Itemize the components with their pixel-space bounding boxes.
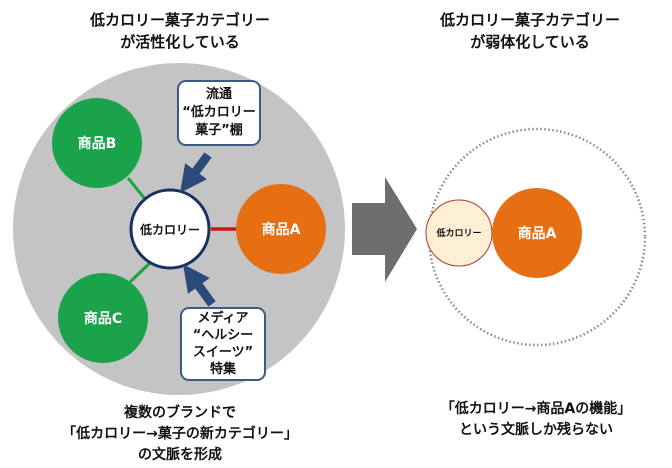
left-caption-line-1: 複数のブランドで (124, 405, 236, 421)
right-title-line-1: 低カロリー菓子カテゴリー (439, 11, 620, 29)
left-title-line-2: が活性化している (120, 33, 240, 51)
product-a-right-circle (492, 188, 582, 278)
product-a-label: 商品A (262, 221, 301, 238)
product-c-label: 商品C (84, 310, 122, 327)
distribution-shelf-callout: 流通 “低カロリー 菓子”棚 (177, 80, 261, 146)
callout-bottom-line-4: 特集 (209, 362, 236, 377)
product-b-circle (52, 98, 142, 188)
callout-top-line-1: 流通 (205, 87, 232, 102)
callout-bottom-line-3: スイーツ” (192, 345, 254, 360)
callout-bottom-line-2: “ヘルシー (192, 328, 254, 343)
left-caption-line-3: の文脈を形成 (138, 447, 222, 463)
link-c (128, 259, 154, 284)
media-arrow-icon (183, 264, 216, 307)
right-title: 低カロリー菓子カテゴリー が弱体化している (395, 9, 665, 53)
callout-top-line-2: “低カロリー (182, 105, 256, 120)
callout-top-line-3: 菓子”棚 (195, 123, 243, 138)
transition-arrow-icon (352, 177, 417, 282)
product-a-circle (236, 184, 326, 274)
link-b (126, 177, 147, 200)
product-a-right-label: 商品A (518, 225, 557, 242)
weakened-category-outline (427, 127, 647, 347)
low-calorie-small-label: 低カロリー (435, 227, 481, 239)
distribution-arrow-icon (179, 152, 212, 193)
left-caption-line-2: 「低カロリー→菓子の新カテゴリー」 (62, 426, 298, 442)
right-caption-line-1: 「低カロリー→商品Aの機能」 (440, 401, 632, 417)
left-title-line-1: 低カロリー菓子カテゴリー (89, 11, 270, 29)
callout-bottom-line-1: メディア (197, 311, 249, 326)
left-title: 低カロリー菓子カテゴリー が活性化している (30, 9, 330, 53)
low-calorie-label: 低カロリー (139, 222, 200, 237)
right-caption: 「低カロリー→商品Aの機能」 という文脈しか残らない (400, 399, 672, 441)
right-caption-line-2: という文脈しか残らない (459, 422, 613, 438)
left-caption: 複数のブランドで 「低カロリー→菓子の新カテゴリー」 の文脈を形成 (30, 403, 330, 466)
media-feature-callout: メディア “ヘルシー スイーツ” 特集 (180, 307, 266, 381)
product-b-label: 商品B (78, 135, 117, 152)
low-calorie-node (129, 188, 211, 270)
right-title-line-2: が弱体化している (470, 33, 590, 51)
product-c-circle (58, 273, 148, 363)
